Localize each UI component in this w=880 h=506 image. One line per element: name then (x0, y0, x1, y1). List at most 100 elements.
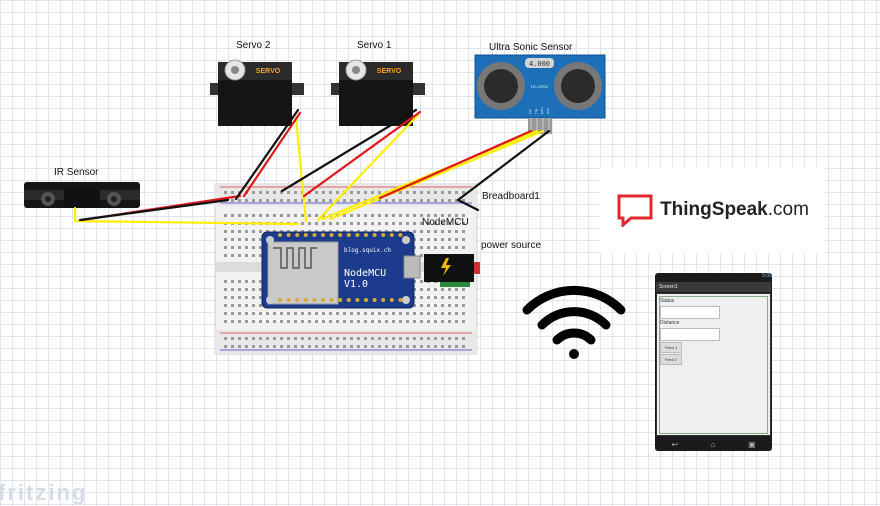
breadboard-hole (413, 337, 416, 340)
feed-1-button[interactable]: Feed 1 (660, 342, 682, 353)
breadboard-hole (455, 296, 458, 299)
breadboard-hole (434, 199, 437, 202)
breadboard-hole (350, 312, 353, 315)
breadboard-hole (385, 222, 388, 225)
breadboard-hole (245, 246, 248, 249)
breadboard-hole (434, 337, 437, 340)
breadboard-hole (231, 345, 234, 348)
breadboard-hole (371, 320, 374, 323)
breadboard-hole (406, 214, 409, 217)
breadboard-hole (238, 320, 241, 323)
breadboard-hole (427, 230, 430, 233)
breadboard-hole (329, 222, 332, 225)
breadboard-hole (350, 199, 353, 202)
breadboard-hole (350, 191, 353, 194)
breadboard-hole (364, 191, 367, 194)
breadboard-hole (455, 222, 458, 225)
breadboard-hole (245, 304, 248, 307)
breadboard-hole (294, 214, 297, 217)
breadboard-hole (224, 337, 227, 340)
servo-1-label: Servo 1 (357, 40, 392, 51)
home-icon[interactable]: ⌂ (710, 439, 716, 449)
breadboard-hole (294, 337, 297, 340)
breadboard-hole (259, 288, 262, 291)
breadboard-hole (385, 214, 388, 217)
breadboard-hole (357, 222, 360, 225)
breadboard-hole (378, 320, 381, 323)
breadboard-hole (238, 254, 241, 257)
breadboard-hole (231, 280, 234, 283)
breadboard-hole (322, 191, 325, 194)
breadboard-hole (427, 222, 430, 225)
nodemcu-pin (338, 233, 343, 237)
breadboard-hole (420, 280, 423, 283)
recents-icon[interactable]: ▣ (748, 439, 756, 449)
breadboard-hole (434, 238, 437, 241)
breadboard-hole (448, 337, 451, 340)
breadboard-hole (238, 312, 241, 315)
nodemcu-pin (312, 233, 317, 237)
breadboard-hole (315, 191, 318, 194)
phone-nav-bar: ↩ ⌂ ▣ (655, 437, 772, 451)
breadboard-hole (259, 254, 262, 257)
breadboard-hole (315, 345, 318, 348)
breadboard-hole (413, 304, 416, 307)
breadboard-hole (231, 214, 234, 217)
breadboard-hole (455, 214, 458, 217)
breadboard-hole (294, 312, 297, 315)
breadboard-hole (252, 345, 255, 348)
breadboard-hole (245, 288, 248, 291)
breadboard-hole (273, 312, 276, 315)
breadboard-hole (343, 320, 346, 323)
breadboard-hole (315, 199, 318, 202)
breadboard-hole (378, 337, 381, 340)
breadboard-hole (259, 320, 262, 323)
breadboard-hole (238, 296, 241, 299)
breadboard-hole (336, 312, 339, 315)
breadboard-hole (224, 312, 227, 315)
phone-clock: 5:00 (762, 273, 772, 279)
breadboard-hole (266, 191, 269, 194)
breadboard-hole (399, 199, 402, 202)
breadboard-hole (448, 304, 451, 307)
breadboard-hole (322, 337, 325, 340)
breadboard-hole (259, 191, 262, 194)
breadboard-hole (462, 337, 465, 340)
speech-bubble-icon (617, 194, 653, 227)
power-source-label: power source (481, 240, 541, 251)
feed-2-button[interactable]: Feed 2 (660, 354, 682, 365)
back-icon[interactable]: ↩ (671, 439, 679, 449)
breadboard-hole (245, 254, 248, 257)
breadboard-hole (441, 345, 444, 348)
breadboard-hole (378, 191, 381, 194)
breadboard-hole (224, 254, 227, 257)
status-field[interactable] (660, 306, 720, 319)
breadboard-hole (434, 246, 437, 249)
breadboard-hole (252, 296, 255, 299)
circuit-diagram: SERVO Servo 2 SERVO Servo 1 4.000 HC-SR0… (24, 40, 626, 359)
nodemcu-pin (295, 233, 300, 237)
breadboard-hole (224, 230, 227, 233)
breadboard-hole (350, 320, 353, 323)
breadboard-hole (336, 337, 339, 340)
distance-field[interactable] (660, 328, 720, 341)
breadboard-hole (259, 238, 262, 241)
breadboard-hole (357, 214, 360, 217)
breadboard-hole (420, 238, 423, 241)
breadboard-hole (371, 312, 374, 315)
breadboard-hole (434, 222, 437, 225)
hc-pin-vcc: Vcc (528, 108, 532, 114)
breadboard-hole (462, 199, 465, 202)
breadboard-hole (455, 230, 458, 233)
breadboard-hole (329, 345, 332, 348)
breadboard-hole (357, 312, 360, 315)
breadboard-hole (252, 246, 255, 249)
breadboard-hole (336, 191, 339, 194)
breadboard-hole (252, 304, 255, 307)
breadboard-hole (434, 320, 437, 323)
ultrasonic-model: HC-SR04 (531, 84, 549, 89)
breadboard-hole (231, 296, 234, 299)
breadboard-hole (406, 222, 409, 225)
breadboard-hole (427, 320, 430, 323)
breadboard-hole (245, 214, 248, 217)
